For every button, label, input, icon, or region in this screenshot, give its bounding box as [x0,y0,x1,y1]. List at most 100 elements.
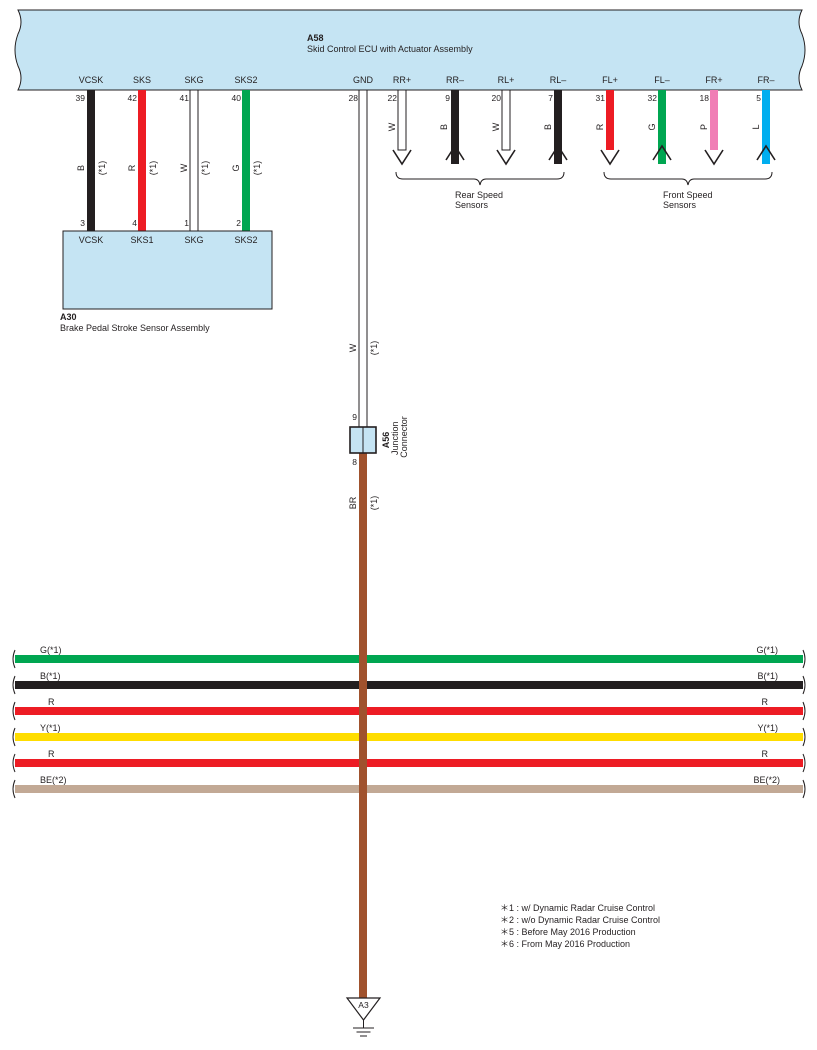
rear-sensors-label-line-2: Sensors [455,200,489,210]
bus-label-left: B(*1) [40,671,61,681]
wire-rr-plus [392,89,412,166]
bus-label-right: Y(*1) [757,723,778,733]
bus-label-left: G(*1) [40,645,62,655]
front-sensors-brace [603,171,773,186]
bus-break-right [802,753,806,773]
wire-rl-minus-color: B [543,124,553,130]
ecu-terminal-fl-plus: FL+ [602,75,618,85]
sensor-terminal-labels: VCSK SKS1 SKG SKS2 [79,235,258,245]
arrow-down-icon [600,149,620,166]
wire-vcsk-color: B [76,165,86,171]
junction-pin-out: 8 [352,457,357,467]
ground-wire-upper-note: (*1) [369,341,379,356]
sensor-terminal-sks2: SKS2 [234,235,257,245]
wire-vcsk-note: (*1) [97,161,107,176]
bus-wire: G(*1) G(*1) [12,645,806,669]
wire-rr-minus [445,90,465,164]
bus-break-right [802,649,806,669]
ecu-terminal-fr-minus: FR– [757,75,774,85]
sensor-code: A30 [60,312,77,322]
sensor-pin-skg: 1 [184,218,189,228]
ground-icon [353,1020,374,1037]
note-4: ＊6 : From May 2016 Production [500,939,630,949]
note-2: ＊2 : w/o Dynamic Radar Cruise Control [500,915,660,925]
wire-sks2 [242,90,250,231]
ground-wire-upper-color: W [348,343,358,352]
arrow-down-icon [496,149,516,166]
ecu-pin-rl-plus: 20 [492,93,502,103]
rear-sensors-label-line-1: Rear Speed [455,190,503,200]
junction-connector: 9 8 A56 Junction Connector [349,412,409,467]
wire-fr-plus-color: P [699,124,709,130]
speed-wire-labels: W B W B R G P L [387,122,761,131]
ecu-terminal-sks: SKS [133,75,151,85]
bus-wire: R R [12,749,806,773]
junction-name-line-1: Junction [390,421,400,455]
ecu-pin-rr-plus: 22 [388,93,398,103]
wire-skg-note: (*1) [200,161,210,176]
wire-fl-minus [652,90,672,164]
junction-pin-in: 9 [352,412,357,422]
bus-break-right [802,701,806,721]
bus-break-left [12,753,16,773]
ecu-pin-fl-minus: 32 [648,93,658,103]
wire-fr-plus [704,90,724,166]
bus-label-right: R [762,697,769,707]
ecu-pin-skg: 41 [180,93,190,103]
bus-label-right: BE(*2) [753,775,780,785]
ground-wire-upper [358,89,368,428]
front-sensors-label: Front Speed Sensors [663,190,715,210]
bus-break-left [12,701,16,721]
bus-break-left [12,649,16,669]
sensor-pin-vcsk: 3 [80,218,85,228]
ground-triangle [345,997,382,1021]
ecu-terminal-labels: VCSK SKS SKG SKS2 GND RR+ RR– RL+ RL– FL… [79,75,775,85]
junction-code: A56 [381,432,391,449]
ecu-pin-fr-minus: 5 [756,93,761,103]
arrow-up-icon [548,144,568,161]
rear-sensors-label: Rear Speed Sensors [455,190,506,210]
wire-vcsk [87,90,95,231]
bus-label-right: G(*1) [756,645,778,655]
ground-point: A3 [345,997,382,1037]
wire-fr-minus [756,90,776,164]
ecu-terminal-skg: SKG [184,75,203,85]
arrow-up-icon [652,144,672,161]
bus-wires: G(*1) G(*1) B(*1) B(*1) R R Y(*1) Y(*1) [12,645,806,799]
wire-rl-plus-color: W [491,122,501,131]
ground-wire: W (*1) BR (*1) [348,89,379,998]
junction-name: Junction Connector [390,416,409,458]
sensor-pin-sks1: 4 [132,218,137,228]
ecu-pin-rr-minus: 9 [445,93,450,103]
ground-point-label: A3 [358,1000,369,1010]
ecu-pin-gnd: 28 [349,93,359,103]
wire-rl-plus [496,89,516,166]
wire-fl-plus [600,90,620,166]
bus-label-left: R [48,749,55,759]
ecu-code: A58 [307,33,324,43]
ecu-terminal-fl-minus: FL– [654,75,670,85]
bus-label-left: Y(*1) [40,723,61,733]
wire-sks [138,90,146,231]
sensor-pin-sks2: 2 [236,218,241,228]
bus-break-right [802,779,806,799]
notes: ＊1 : w/ Dynamic Radar Cruise Control ＊2 … [500,903,660,949]
wire-fl-plus-color: R [595,123,605,130]
ecu-terminal-sks2: SKS2 [234,75,257,85]
wire-sks2-note: (*1) [252,161,262,176]
ecu-terminal-rl-minus: RL– [550,75,567,85]
speed-sensor-wires [392,89,776,166]
ground-wire-lower-color: BR [348,496,358,509]
bus-wire: BE(*2) BE(*2) [12,775,806,799]
ecu-pin-fr-plus: 18 [700,93,710,103]
wire-sks-note: (*1) [148,161,158,176]
arrow-down-icon [704,149,724,166]
sensor-terminal-skg: SKG [184,235,203,245]
wire-fl-minus-color: G [647,123,657,130]
wire-rl-minus [548,90,568,164]
bus-wire: R R [12,697,806,721]
bus-wire: B(*1) B(*1) [12,671,806,695]
bus-label-left: R [48,697,55,707]
bus-break-left [12,675,16,695]
